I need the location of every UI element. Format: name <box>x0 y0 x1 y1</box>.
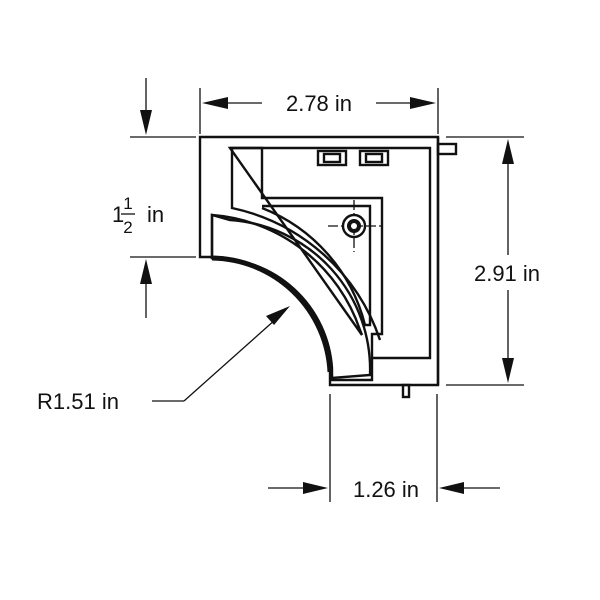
height-label: 2.91 in <box>474 261 540 286</box>
width-label: 2.78 in <box>286 91 352 116</box>
height-dimension: 2.91 in <box>446 136 540 386</box>
left-label-whole: 1 <box>112 202 124 227</box>
radius-leader-diagonal <box>183 318 277 402</box>
left-height-dimension: 1 1 2 in <box>112 78 196 318</box>
width-arrow-left <box>202 97 228 109</box>
radius-label: R1.51 in <box>37 389 119 414</box>
connector-slot-left-inner <box>322 152 342 164</box>
width-dimension: 2.78 in <box>199 88 439 134</box>
bottom-width-dimension: 1.26 in <box>268 394 500 502</box>
inner-cavity <box>230 146 384 358</box>
radius-arrow <box>266 306 290 325</box>
radius-callout: R1.51 in <box>37 306 290 414</box>
bottom-label: 1.26 in <box>353 477 419 502</box>
connector-slot-right <box>358 149 390 167</box>
left-label-numerator: 1 <box>123 194 132 213</box>
height-arrow-bottom <box>502 358 514 383</box>
top-pin <box>436 142 458 156</box>
bottom-pin <box>401 383 411 399</box>
left-label-denominator: 2 <box>123 218 132 237</box>
inner-pocket <box>261 204 372 327</box>
width-arrow-right <box>410 97 436 109</box>
connector-slot-right-inner <box>364 152 384 164</box>
bottom-arrow-right <box>439 482 464 494</box>
bottom-arrow-left <box>303 482 328 494</box>
left-arrow-top <box>140 110 152 135</box>
hole-center <box>351 223 357 229</box>
mounting-hole <box>328 200 382 252</box>
connector-slot-left <box>316 149 348 167</box>
height-arrow-top <box>502 139 514 164</box>
left-label-unit: in <box>147 202 164 227</box>
hole-outer-ring <box>341 213 367 239</box>
left-arrow-bottom <box>140 259 152 284</box>
curved-sleeve <box>210 213 372 380</box>
